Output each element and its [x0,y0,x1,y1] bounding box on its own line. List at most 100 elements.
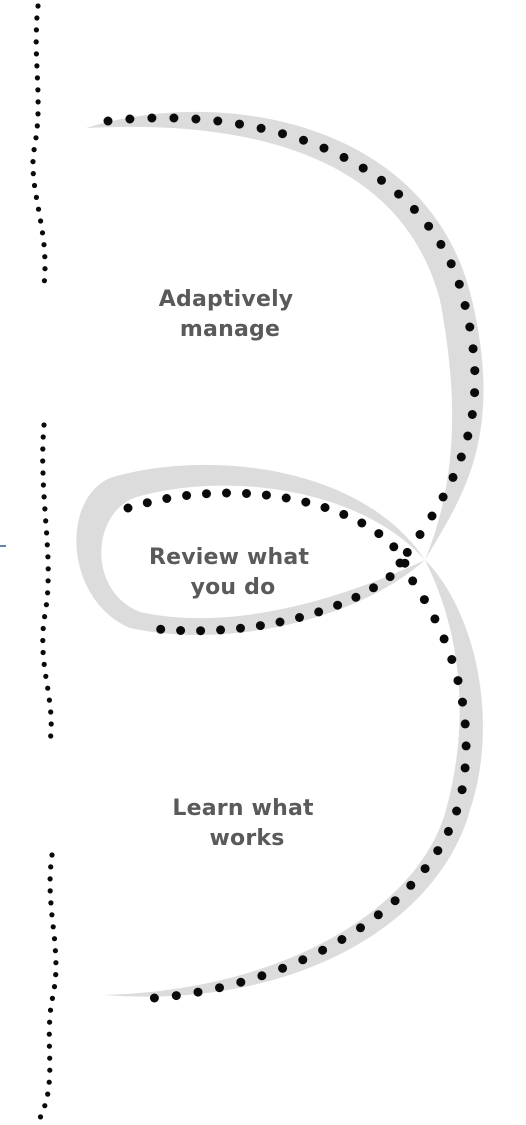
dot [447,655,457,664]
dot [389,542,399,552]
dot [430,614,440,624]
dot [256,123,266,133]
stage-adaptively-manage: Adaptively manage [159,287,301,342]
dot [49,852,55,858]
dot [339,152,349,162]
dot [53,972,59,978]
dot [377,175,386,185]
dot [48,709,54,715]
middle-loop-band [76,464,425,635]
dot [44,530,50,536]
dot [47,1007,54,1013]
stage-line1: Adaptively [159,287,294,312]
dot [46,697,53,703]
dot [278,129,287,139]
dot [202,489,211,499]
dot [43,518,49,524]
dot [333,600,343,610]
stage-line2: manage [180,317,280,342]
dot [34,63,40,69]
dot [52,948,59,954]
dot [47,1055,53,1061]
dot [424,221,434,231]
dot [45,1091,51,1097]
dot [45,578,51,584]
dot [216,625,226,635]
dot [320,503,330,512]
dot [43,673,49,679]
dot [465,322,475,332]
dot [47,1019,53,1025]
dot [46,1031,52,1037]
dot [33,27,40,33]
dot [390,896,400,906]
dot [45,590,51,596]
dot [40,470,46,476]
stage-line1: Review what [149,545,309,570]
dot [443,826,453,836]
dot [47,888,53,894]
left-dotted-line-bottom [37,852,59,1120]
dot [351,592,361,602]
dot [48,864,54,870]
dot [45,566,51,572]
dot [461,741,471,751]
dot [448,472,458,482]
dot [453,676,463,686]
dot [40,482,47,488]
dot [51,936,58,942]
dot [34,75,41,81]
dot [30,171,36,177]
dotted-path-layer [30,3,480,1120]
dot [39,230,46,236]
dot [373,910,383,920]
dot [40,649,46,656]
stage-line2: works [209,826,284,851]
dot [395,558,405,568]
dot [385,572,395,582]
dot [41,278,48,284]
dot [236,977,246,987]
dot [35,3,41,9]
lower-loop-band [104,560,483,997]
dot [222,488,231,498]
dot [40,625,46,632]
dot [162,494,172,503]
dot [51,984,58,990]
dot [33,194,40,200]
dot [41,661,47,668]
dot [42,614,48,620]
dot [463,431,473,441]
dot [43,602,50,608]
dot [47,1067,53,1073]
dot [374,529,384,539]
dot [48,721,54,727]
dot [169,113,179,123]
lower-loop-dots [149,558,471,1003]
dot [436,239,446,249]
dot [356,923,365,933]
dot [235,119,244,129]
dot [337,935,347,944]
dot [439,634,449,644]
dot [34,15,40,21]
dot [236,623,245,633]
dot [369,583,378,593]
dot [460,301,470,310]
dot [123,503,133,513]
dot [257,971,267,981]
dot [427,511,437,521]
dot [446,259,456,269]
dot [357,518,367,528]
dot [278,963,288,973]
dot [456,452,466,462]
dot [48,733,54,739]
dot [452,806,462,816]
dot [191,114,201,124]
dot [53,960,59,966]
dot [467,410,477,419]
dot [33,39,39,45]
stage-line1: Learn what [172,796,314,821]
dot [30,159,36,165]
